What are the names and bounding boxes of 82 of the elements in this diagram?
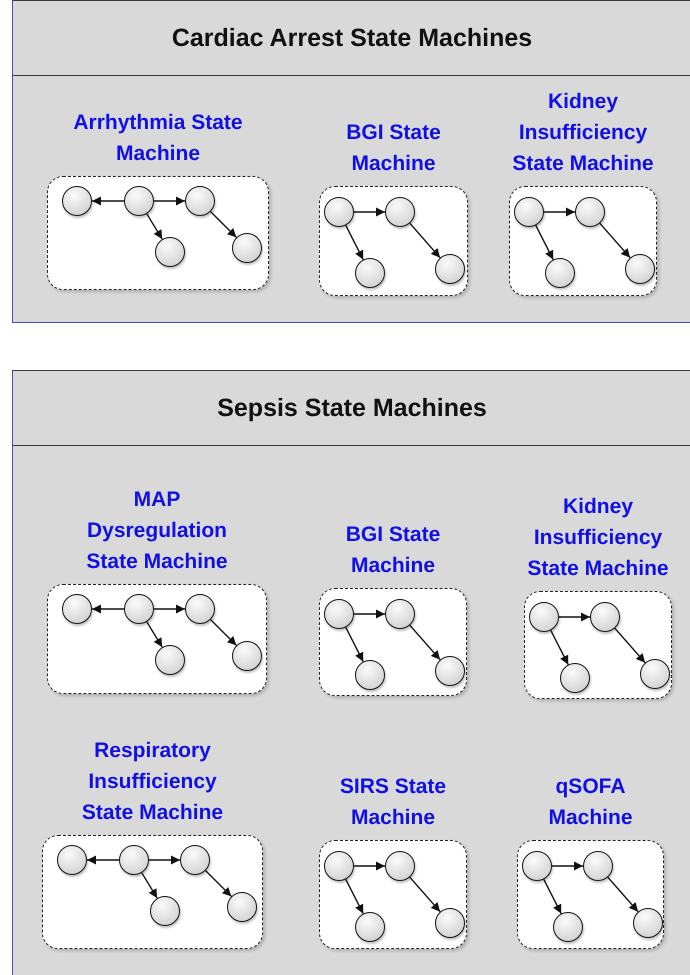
arrow [210,211,237,238]
arrow [345,627,364,662]
state-circle [435,908,465,938]
state-circle [62,594,92,624]
state-machine-title: Respiratory Insufficiency State Machine [80,738,224,826]
arrow [535,225,554,260]
state-circle [232,233,262,263]
arrow [599,222,631,258]
state-circle [545,258,575,288]
arrow [559,612,590,622]
state-circle [575,197,605,227]
arrow [552,862,583,870]
arrow [210,619,237,646]
state-circle [435,254,465,284]
state-circle [625,254,655,284]
arrow [154,196,185,206]
arrow [345,879,364,914]
arrow [141,872,158,899]
arrow [550,630,569,665]
state-circle [324,851,354,881]
arrow [409,222,441,258]
arrow [92,604,124,614]
state-machine-title: Kidney Insufficiency State Machine [526,494,670,582]
arrow [409,876,441,912]
panel-header: Cardiac Arrest State Machines [13,1,690,76]
state-circle [155,645,185,675]
state-circle [583,851,613,881]
state-machine-title: Arrhythmia State Machine [72,110,244,167]
state-circle [529,602,559,632]
state-circle [355,660,385,690]
panel-background [12,0,690,323]
state-circle [119,845,149,875]
state-circle [227,892,257,922]
state-machine-title: SIRS State Machine [338,774,448,831]
arrow [354,862,385,870]
state-circle [385,197,415,227]
arrow [544,208,575,216]
state-machine-title: BGI State Machine [344,522,442,579]
arrow [409,624,441,660]
state-circle [62,186,92,216]
arrow [149,856,180,864]
panel-header: Sepsis State Machines [13,371,690,446]
arrow [87,856,119,864]
arrow [92,196,124,206]
arrow [607,876,639,912]
arrow [154,604,185,614]
state-circle [180,845,210,875]
state-circle [185,594,215,624]
state-circle [155,237,185,267]
state-circle [124,594,154,624]
state-circle [435,656,465,686]
state-circle [324,197,354,227]
state-circle [150,896,180,926]
state-circle [522,851,552,881]
state-machine-title: MAP Dysregulation State Machine [85,487,229,575]
state-circle [590,602,620,632]
state-circle [324,599,354,629]
state-circle [514,197,544,227]
arrow [146,213,163,240]
state-circle [553,912,583,942]
panel-background [12,370,690,975]
state-circle [57,845,87,875]
state-machine-title: Kidney Insufficiency State Machine [511,89,655,177]
state-machine-title: BGI State Machine [345,120,442,177]
state-circle [385,851,415,881]
state-circle [355,912,385,942]
state-circle [232,641,262,671]
arrow [345,225,364,260]
arrow [146,621,163,648]
arrow [205,870,232,897]
state-circle [355,258,385,288]
arrow [543,879,562,914]
arrow [614,628,646,664]
state-circle [124,186,154,216]
state-circle [633,908,663,938]
state-circle [560,663,590,693]
arrow [354,610,385,618]
state-circle [385,599,415,629]
state-circle [640,659,670,689]
arrow [354,208,385,216]
state-circle [185,186,215,216]
state-machine-title: qSOFA Machine [547,774,634,831]
